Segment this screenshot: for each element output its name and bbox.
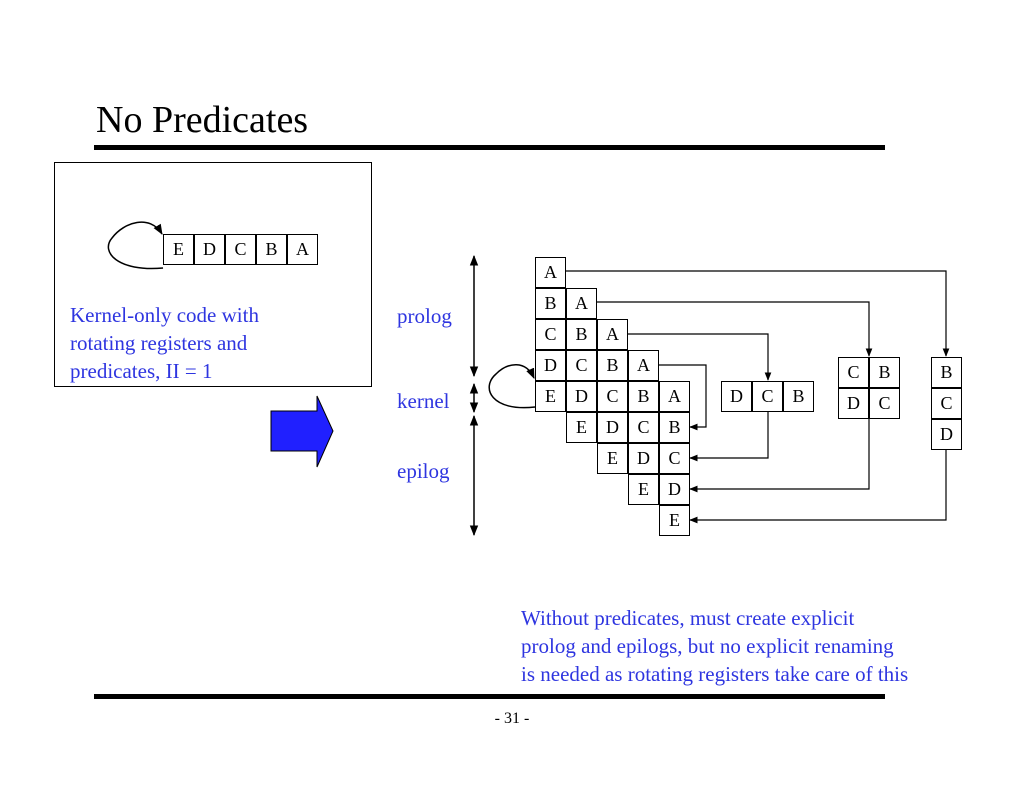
bottom-rule	[94, 694, 885, 699]
connector-bcd	[689, 450, 947, 524]
schedule-cell: E	[566, 412, 597, 443]
connector-row3	[628, 333, 772, 381]
schedule-cell: E	[628, 474, 659, 505]
footnote-line: is needed as rotating registers take car…	[521, 662, 909, 686]
schedule-cell: E	[659, 505, 690, 536]
schedule-cell: B	[597, 350, 628, 381]
epilog-label: epilog	[397, 459, 450, 483]
connector-cbdc	[689, 419, 870, 493]
slide-title: No Predicates	[96, 99, 309, 141]
kernel-loop-arrow	[107, 221, 164, 270]
copy-block-3-cell: C	[931, 388, 962, 419]
schedule-cell: A	[659, 381, 690, 412]
copy-block-1-cell: D	[721, 381, 752, 412]
schedule-cell: D	[597, 412, 628, 443]
schedule-cell: A	[566, 288, 597, 319]
prolog-label: prolog	[397, 304, 452, 328]
schedule-cell: B	[659, 412, 690, 443]
transform-arrow	[270, 395, 334, 468]
copy-block-1-cell: B	[783, 381, 814, 412]
connector-row1	[566, 270, 950, 357]
copy-block-1-cell: C	[752, 381, 783, 412]
connector-dcb	[689, 412, 769, 462]
schedule-cell: D	[628, 443, 659, 474]
connector-row2	[597, 301, 873, 357]
schedule-cell: C	[628, 412, 659, 443]
copy-block-2-cell: B	[869, 357, 900, 388]
schedule-loop-arrow	[488, 364, 536, 409]
schedule-cell: A	[597, 319, 628, 350]
schedule-cell: C	[659, 443, 690, 474]
schedule-cell: E	[535, 381, 566, 412]
schedule-cell: E	[597, 443, 628, 474]
kernel-caption-line: predicates, II = 1	[70, 359, 213, 383]
kernel-caption-line: rotating registers and	[70, 331, 248, 355]
kernel-stage-cell: D	[194, 234, 225, 265]
schedule-cell: C	[566, 350, 597, 381]
kernel-label: kernel	[397, 389, 450, 413]
schedule-cell: C	[597, 381, 628, 412]
footnote-line: Without predicates, must create explicit	[521, 606, 855, 630]
schedule-cell: C	[535, 319, 566, 350]
kernel-only-panel	[54, 162, 372, 387]
copy-block-3-cell: D	[931, 419, 962, 450]
schedule-cell: D	[566, 381, 597, 412]
schedule-cell: D	[535, 350, 566, 381]
copy-block-2-cell: C	[869, 388, 900, 419]
schedule-cell: A	[535, 257, 566, 288]
footnote-line: prolog and epilogs, but no explicit rena…	[521, 634, 894, 658]
schedule-cell: B	[628, 381, 659, 412]
kernel-stage-cell: C	[225, 234, 256, 265]
kernel-caption-line: Kernel-only code with	[70, 303, 259, 327]
connector-row4	[659, 364, 707, 431]
kernel-stage-cell: A	[287, 234, 318, 265]
schedule-cell: B	[535, 288, 566, 319]
copy-block-2-cell: D	[838, 388, 869, 419]
copy-block-2-cell: C	[838, 357, 869, 388]
copy-block-3-cell: B	[931, 357, 962, 388]
schedule-cell: A	[628, 350, 659, 381]
kernel-stage-cell: B	[256, 234, 287, 265]
schedule-cell: B	[566, 319, 597, 350]
title-underline	[94, 145, 885, 150]
page-number: - 31 -	[494, 710, 530, 727]
kernel-stage-cell: E	[163, 234, 194, 265]
